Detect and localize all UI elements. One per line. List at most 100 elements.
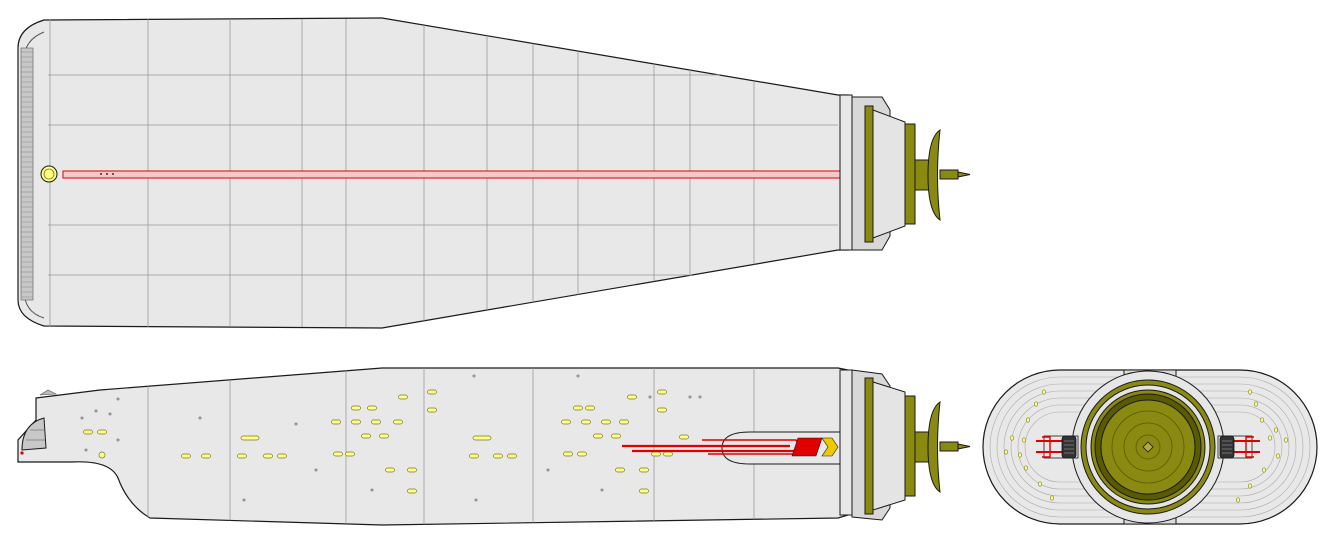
rear-window bbox=[1022, 437, 1026, 443]
window-wide bbox=[240, 435, 260, 441]
rear-window bbox=[1262, 467, 1266, 473]
side-olive-ring bbox=[864, 377, 874, 515]
detail-dot bbox=[116, 397, 120, 401]
top-aft-collar bbox=[839, 94, 853, 251]
top-sensor-dome-inner bbox=[43, 168, 55, 180]
rear-window bbox=[1284, 437, 1288, 443]
window bbox=[427, 407, 437, 413]
window bbox=[627, 394, 637, 400]
rear-window bbox=[1034, 401, 1038, 407]
rear-window bbox=[1018, 452, 1022, 458]
window bbox=[639, 488, 649, 494]
window bbox=[393, 419, 403, 425]
window bbox=[563, 451, 573, 457]
rear-window bbox=[1236, 497, 1240, 503]
rear-window bbox=[1026, 417, 1030, 423]
contour-line bbox=[1010, 397, 1290, 497]
detail-dot bbox=[472, 374, 476, 378]
window bbox=[351, 419, 361, 425]
window bbox=[367, 405, 377, 411]
rear-contour-lines bbox=[989, 376, 1311, 518]
detail-dot bbox=[84, 448, 88, 452]
window bbox=[398, 394, 408, 400]
window bbox=[97, 429, 107, 435]
detail-dot bbox=[94, 409, 98, 413]
window bbox=[83, 429, 93, 435]
detail-dot bbox=[688, 395, 692, 399]
rear-window bbox=[1248, 483, 1252, 489]
contour-line bbox=[1024, 411, 1276, 483]
detail-dot bbox=[648, 395, 652, 399]
detail-dot bbox=[242, 498, 246, 502]
detail-dot bbox=[370, 488, 374, 492]
window bbox=[493, 453, 503, 459]
detail-dot bbox=[576, 374, 580, 378]
detail-dot bbox=[546, 468, 550, 472]
side-bow-dome-line bbox=[26, 429, 45, 441]
side-deflector-dish-icon bbox=[914, 400, 971, 494]
navigational-deflector-dish-icon bbox=[914, 128, 971, 222]
window bbox=[385, 467, 395, 473]
detail-dot bbox=[294, 422, 298, 426]
detail-dot bbox=[116, 438, 120, 442]
rear-dish-ring bbox=[1111, 410, 1185, 484]
detail-dot bbox=[108, 412, 112, 416]
window bbox=[361, 433, 371, 439]
contour-line bbox=[1003, 390, 1297, 504]
window bbox=[593, 433, 603, 439]
bow-grille-lines bbox=[21, 51, 33, 298]
window bbox=[371, 419, 381, 425]
rear-window bbox=[1248, 389, 1252, 395]
window bbox=[657, 389, 667, 395]
detail-dot bbox=[198, 416, 202, 420]
rear-detail-dots bbox=[1004, 389, 1288, 503]
rear-window bbox=[1024, 465, 1028, 471]
rear-dish-ring bbox=[1123, 422, 1173, 472]
contour-line bbox=[989, 376, 1311, 518]
window bbox=[573, 405, 583, 411]
top-sensor-dome bbox=[40, 165, 58, 183]
window bbox=[611, 433, 621, 439]
window bbox=[277, 453, 287, 459]
window bbox=[379, 433, 389, 439]
rear-window bbox=[1004, 449, 1008, 455]
window bbox=[263, 453, 273, 459]
window bbox=[331, 419, 341, 425]
rear-window bbox=[1276, 453, 1280, 459]
window bbox=[581, 419, 591, 425]
porthole bbox=[98, 451, 106, 459]
top-marker-dot bbox=[112, 173, 114, 175]
top-olive-ring bbox=[864, 105, 874, 243]
window bbox=[651, 451, 661, 457]
rear-left-bracket bbox=[1036, 435, 1079, 459]
detail-dot bbox=[600, 488, 604, 492]
side-olive-ring-2 bbox=[904, 395, 916, 497]
window bbox=[663, 451, 673, 457]
rear-dish-ring bbox=[1135, 434, 1161, 460]
side-deflector-housing bbox=[872, 381, 906, 511]
window bbox=[333, 451, 343, 457]
top-marker-dot bbox=[106, 173, 108, 175]
rear-view bbox=[982, 369, 1318, 525]
window bbox=[507, 453, 517, 459]
rear-window bbox=[1050, 495, 1054, 501]
window bbox=[237, 453, 247, 459]
window bbox=[427, 389, 437, 395]
detail-dot bbox=[474, 498, 478, 502]
window-wide bbox=[472, 435, 492, 441]
top-centerline-stripe bbox=[62, 170, 842, 179]
side-dorsal-fin bbox=[39, 389, 58, 396]
window bbox=[469, 453, 479, 459]
rear-window bbox=[1274, 427, 1278, 433]
window bbox=[619, 419, 629, 425]
window bbox=[657, 407, 667, 413]
side-nav-light bbox=[20, 451, 24, 455]
window bbox=[181, 453, 191, 459]
rear-window bbox=[1254, 401, 1258, 407]
contour-line bbox=[1017, 404, 1283, 490]
rear-window bbox=[1010, 435, 1014, 441]
top-deflector-housing bbox=[872, 109, 906, 239]
window bbox=[345, 451, 355, 457]
window bbox=[601, 419, 611, 425]
